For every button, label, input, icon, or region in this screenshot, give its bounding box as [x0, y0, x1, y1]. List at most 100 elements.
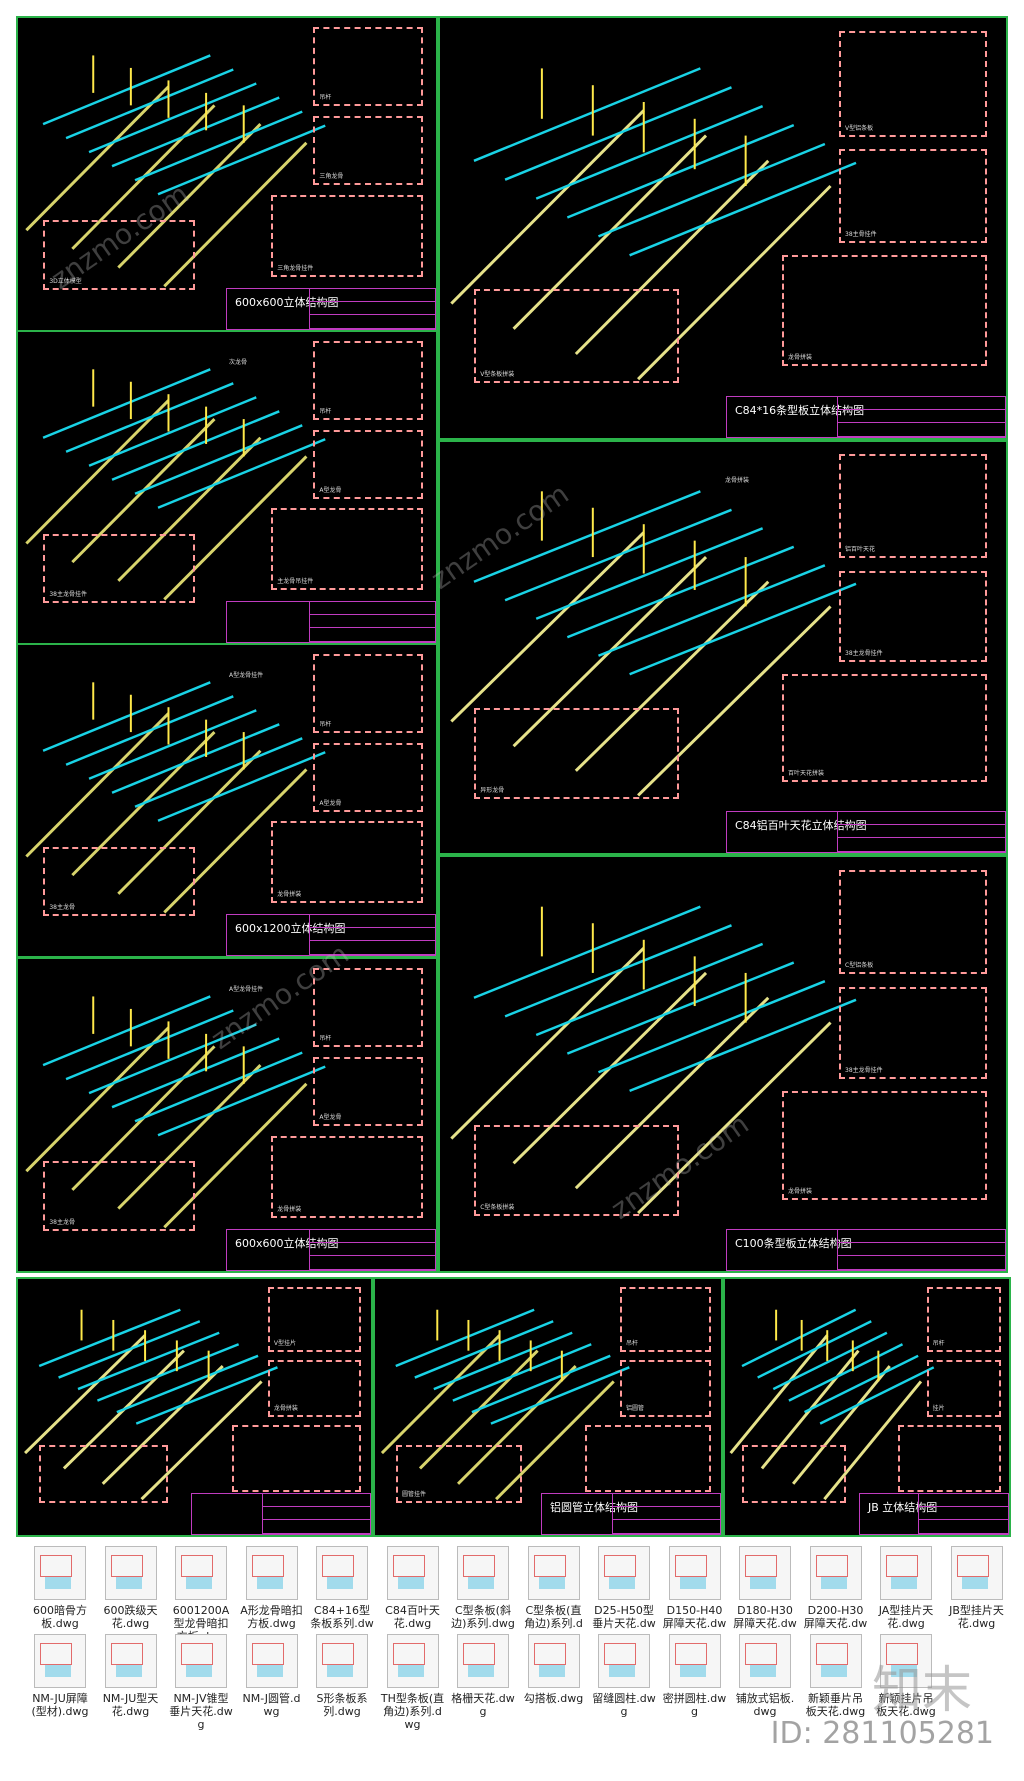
dwg-file-icon: [457, 1634, 509, 1688]
cad-sheet: 吊杆 A型龙骨 38主龙骨 龙骨拼装 A型龙骨挂件 600x1200立体结构图: [16, 643, 438, 958]
detail-label: V型条板拼装: [480, 370, 515, 378]
title-block-grid: [309, 915, 435, 955]
file-name: 600跌级天花.dwg: [103, 1604, 158, 1630]
dwg-file-item[interactable]: 勾搭板.dwg: [522, 1634, 586, 1705]
dwg-file-item[interactable]: 600暗骨方板.dwg: [28, 1546, 92, 1630]
isometric-drawing: [25, 681, 326, 914]
dwg-file-item[interactable]: C84百叶天花.dwg: [381, 1546, 445, 1630]
detail-callout-box: 三角龙骨挂件: [271, 194, 424, 278]
detail-label: 吊杆: [319, 721, 332, 729]
dwg-file-icon: [34, 1546, 86, 1600]
detail-label: 龙骨拼装: [788, 1187, 813, 1195]
detail-label: 38主龙骨: [49, 903, 75, 911]
detail-label: 吊杆: [932, 1339, 945, 1347]
dwg-file-item[interactable]: 铺放式铝板.dwg: [733, 1634, 797, 1718]
detail-callout-box: [232, 1424, 361, 1493]
sheet-title: 600x1200立体结构图: [235, 922, 346, 935]
dwg-file-icon: [104, 1634, 157, 1688]
detail-callout-box: 异形龙骨: [474, 707, 680, 799]
sheet-title: 600x600立体结构图: [235, 296, 339, 309]
dwg-file-icon: [386, 1634, 439, 1688]
detail-label: 3D立体模型: [49, 277, 82, 285]
dwg-file-item[interactable]: NM-JV锥型垂片天花.dwg: [169, 1634, 233, 1731]
dwg-file-item[interactable]: D180-H30屏障天花.dwg: [733, 1546, 797, 1643]
dwg-file-item[interactable]: NM-J圆管.dwg: [240, 1634, 304, 1718]
detail-label: 圆管挂件: [402, 1490, 427, 1498]
dwg-file-item[interactable]: TH型条板(直角边)系列.dwg: [381, 1634, 445, 1731]
isometric-drawing: [25, 368, 326, 601]
dwg-file-item[interactable]: 新颖垂片吊板天花.dwg: [804, 1634, 868, 1718]
dwg-file-item[interactable]: C84+16型条板系列.dwg: [310, 1546, 374, 1643]
file-name: NM-J圆管.dwg: [242, 1692, 301, 1718]
detail-label: 38主龙骨挂件: [845, 1066, 883, 1074]
dwg-file-item[interactable]: A形龙骨暗扣方板.dwg: [240, 1546, 304, 1630]
detail-callout-box: C型铝条板: [839, 869, 988, 975]
file-name: C84百叶天花.dwg: [385, 1604, 440, 1630]
detail-callout-box: 主龙骨吊挂件: [271, 508, 424, 591]
detail-callout-box: 铝圆管: [620, 1359, 711, 1417]
dwg-file-item[interactable]: S形条板系列.dwg: [310, 1634, 374, 1718]
detail-callout-box: V型挂片: [267, 1286, 361, 1352]
title-block: 600x1200立体结构图: [226, 914, 436, 956]
detail-label: A型龙骨: [319, 1114, 342, 1122]
dwg-file-item[interactable]: NM-JU屏障(型材).dwg: [28, 1634, 92, 1718]
detail-callout-box: 龙骨拼装: [782, 255, 988, 366]
dwg-file-item[interactable]: 密拼圆柱.dwg: [663, 1634, 727, 1718]
isometric-drawing: [24, 1308, 278, 1501]
detail-callout-box: 吊杆: [620, 1286, 711, 1352]
file-name: D180-H30屏障天花.dwg: [733, 1604, 797, 1643]
dwg-file-icon: [809, 1546, 862, 1600]
file-name: 密拼圆柱.dwg: [662, 1692, 727, 1718]
cad-sheet: V型铝条板 38主骨挂件 V型条板拼装 龙骨拼装 C84*16条型板立体结构图: [438, 16, 1008, 440]
dwg-file-item[interactable]: D200-H30屏障天花.dwg: [804, 1546, 868, 1643]
dwg-file-icon: [527, 1634, 580, 1688]
dwg-file-item[interactable]: 新颖挂片吊板天花.dwg: [874, 1634, 938, 1718]
dwg-file-item[interactable]: D25-H50型垂片天花.dwg: [592, 1546, 656, 1643]
dwg-file-icon: [598, 1546, 650, 1600]
detail-callout-box: A型龙骨: [313, 742, 424, 812]
detail-callout-box: 龙骨拼装: [267, 1359, 361, 1417]
dwg-file-item[interactable]: 格栅天花.dwg: [451, 1634, 515, 1718]
detail-callout-box: 龙骨拼装: [782, 1091, 988, 1200]
detail-label: 38主骨挂件: [845, 230, 877, 238]
dwg-file-icon: [668, 1634, 721, 1688]
detail-callout-box: 吊杆: [313, 341, 424, 421]
asset-id: ID: 281105281: [770, 1716, 994, 1751]
title-block: 铝圆管立体结构图: [541, 1493, 721, 1535]
sheet-title: 铝圆管立体结构图: [550, 1501, 638, 1514]
dwg-file-icon: [386, 1546, 439, 1600]
dwg-file-item[interactable]: D150-H40屏障天花.dwg: [663, 1546, 727, 1643]
file-name: D200-H30屏障天花.dwg: [803, 1604, 868, 1643]
title-block-grid: [837, 397, 1005, 437]
sheet-title: JB 立体结构图: [868, 1501, 938, 1514]
file-name: 格栅天花.dwg: [451, 1692, 515, 1718]
dwg-file-item[interactable]: JA型挂片天花.dwg: [874, 1546, 938, 1630]
dwg-file-item[interactable]: 6001200A型龙骨暗扣方板.dwg: [169, 1546, 233, 1643]
title-block-grid: [612, 1494, 720, 1534]
detail-callout-box: A型龙骨: [313, 429, 424, 499]
detail-callout-box: A型龙骨: [313, 1056, 424, 1127]
file-name: 勾搭板.dwg: [523, 1692, 584, 1705]
title-block: [226, 601, 436, 643]
dwg-file-item[interactable]: 留缝圆柱.dwg: [592, 1634, 656, 1718]
detail-label: 异形龙骨: [480, 786, 505, 794]
dwg-file-icon: [880, 1634, 932, 1688]
detail-label: 龙骨拼装: [277, 891, 302, 899]
file-name: S形条板系列.dwg: [316, 1692, 368, 1718]
dwg-file-item[interactable]: C型条板(斜边)系列.dwg: [451, 1546, 515, 1630]
dwg-file-item[interactable]: C型条板(直角边)系列.dwg: [522, 1546, 586, 1643]
dwg-file-icon: [316, 1546, 368, 1600]
file-name: A形龙骨暗扣方板.dwg: [240, 1604, 303, 1630]
dwg-file-icon: [175, 1634, 227, 1688]
file-name: TH型条板(直角边)系列.dwg: [380, 1692, 445, 1731]
dwg-file-icon: [527, 1546, 580, 1600]
dwg-file-item[interactable]: NM-JU型天花.dwg: [99, 1634, 163, 1718]
dwg-file-item[interactable]: 600跌级天花.dwg: [99, 1546, 163, 1630]
title-block-grid: [837, 812, 1005, 852]
detail-callout-box: 龙骨拼装: [271, 1135, 424, 1219]
file-list: 600暗骨方板.dwg 600跌级天花.dwg 6001200A型龙骨暗扣方板.dw…: [0, 1540, 1024, 1781]
dwg-file-item[interactable]: JB型挂片天花.dwg: [945, 1546, 1009, 1630]
detail-callout-box: V型铝条板: [839, 30, 988, 137]
sheet-title: C84*16条型板立体结构图: [735, 404, 865, 417]
detail-label: A型龙骨挂件: [229, 672, 264, 680]
